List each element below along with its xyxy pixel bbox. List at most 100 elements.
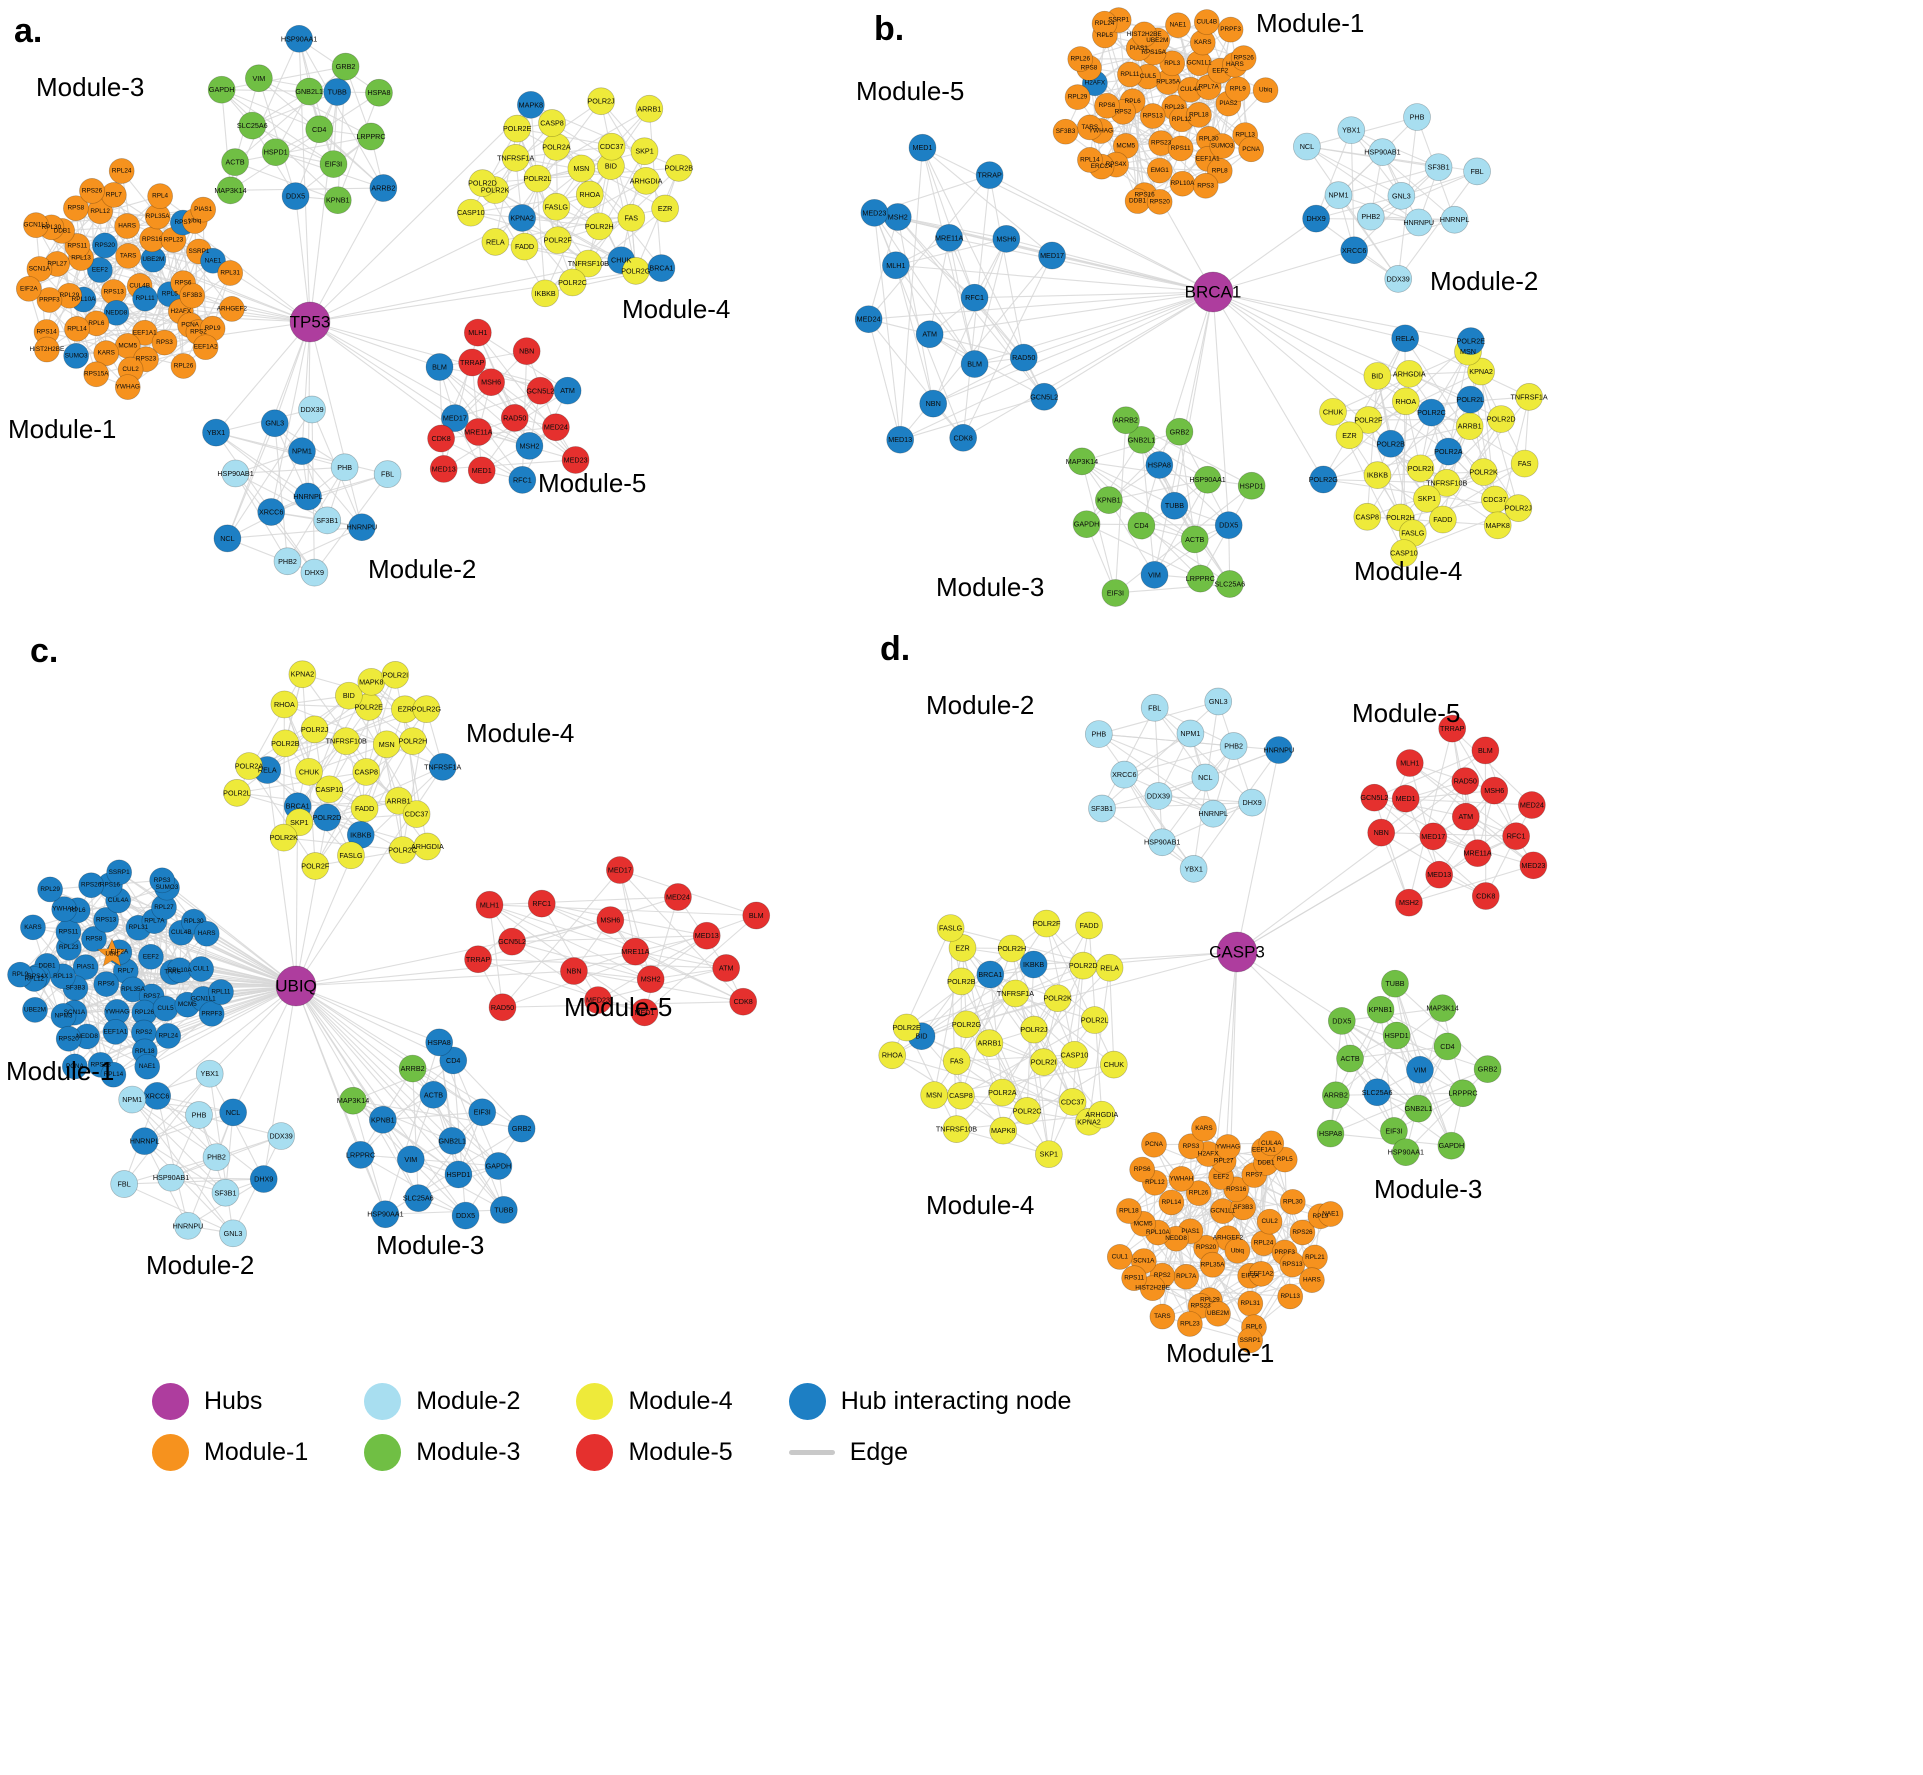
gene-node-BLM[interactable] — [425, 353, 454, 381]
gene-node-RPL10A[interactable] — [1169, 170, 1196, 197]
gene-node-KPNB1[interactable] — [323, 186, 352, 215]
gene-node-VIM[interactable] — [1140, 560, 1169, 589]
gene-node-RPS26[interactable] — [78, 872, 105, 899]
gene-node-DDX39[interactable] — [298, 395, 326, 424]
gene-node-PHB[interactable] — [1084, 720, 1113, 748]
gene-node-POLR2L[interactable] — [223, 779, 251, 807]
gene-node-RPL14[interactable] — [1158, 1189, 1185, 1216]
gene-node-CD4[interactable] — [1127, 511, 1156, 540]
gene-node-PHB2[interactable] — [273, 547, 302, 576]
gene-node-MED17[interactable] — [1038, 241, 1066, 270]
gene-node-NPM1[interactable] — [1176, 719, 1205, 748]
gene-node-RPS11[interactable] — [55, 919, 82, 945]
gene-node-MAPK8[interactable] — [989, 1116, 1018, 1145]
gene-node-XRCC6[interactable] — [1340, 236, 1369, 265]
gene-node-DDX5[interactable] — [1214, 511, 1243, 540]
gene-node-POLR2G[interactable] — [952, 1010, 981, 1039]
gene-node-TRRAP[interactable] — [464, 945, 492, 974]
gene-node-ARHGDIA[interactable] — [1087, 1100, 1116, 1129]
gene-node-RPL4[interactable] — [147, 183, 173, 209]
gene-node-DDX39[interactable] — [1384, 265, 1413, 293]
gene-node-LRPPRC[interactable] — [1449, 1079, 1477, 1108]
gene-node-ATM[interactable] — [1451, 802, 1480, 831]
gene-node-NEDD8[interactable] — [103, 299, 130, 326]
gene-node-NPM1[interactable] — [1324, 181, 1353, 210]
gene-node-HSP90AB1[interactable] — [221, 459, 250, 488]
hub-node-TP53[interactable] — [289, 301, 331, 343]
gene-node-TNFRSF10B[interactable] — [332, 727, 361, 756]
gene-node-RPS8[interactable] — [63, 195, 89, 222]
gene-node-POLR2A[interactable] — [988, 1078, 1017, 1107]
gene-node-RFC1[interactable] — [508, 466, 537, 494]
gene-node-ARHGDIA[interactable] — [1395, 359, 1424, 388]
gene-node-RPS11[interactable] — [1121, 1265, 1148, 1292]
gene-node-POLR2I[interactable] — [1029, 1048, 1058, 1076]
gene-node-UBE2M[interactable] — [1205, 1300, 1231, 1327]
gene-node-TUBB[interactable] — [1160, 491, 1189, 520]
gene-node-MAP3K14[interactable] — [339, 1086, 367, 1115]
gene-node-CASP10[interactable] — [315, 775, 344, 804]
gene-node-RPS26[interactable] — [79, 178, 105, 204]
gene-node-NAE1[interactable] — [200, 247, 226, 274]
gene-node-MSH6[interactable] — [477, 368, 505, 397]
gene-node-RPL18[interactable] — [1116, 1198, 1142, 1224]
gene-node-DHX9[interactable] — [300, 558, 329, 587]
gene-node-YBX1[interactable] — [1337, 116, 1366, 145]
gene-node-EIF3I[interactable] — [319, 150, 348, 178]
gene-node-RHOA[interactable] — [270, 690, 299, 719]
gene-node-RPS20[interactable] — [92, 232, 118, 259]
gene-node-SUMO3[interactable] — [63, 343, 90, 369]
gene-node-MED17[interactable] — [606, 856, 634, 884]
gene-node-POLR2E[interactable] — [1456, 327, 1485, 355]
gene-node-NBN[interactable] — [560, 957, 588, 985]
gene-node-ARRB1[interactable] — [1455, 412, 1484, 441]
gene-node-RPL23[interactable] — [1177, 1311, 1203, 1337]
gene-node-YBX1[interactable] — [202, 418, 230, 447]
gene-node-EIF3I[interactable] — [1101, 579, 1130, 607]
gene-node-RFC1[interactable] — [960, 283, 989, 312]
gene-node-RPS13[interactable] — [93, 907, 119, 933]
gene-node-POLR2B[interactable] — [1376, 429, 1405, 458]
gene-node-EZR[interactable] — [1335, 421, 1364, 450]
gene-node-FBL[interactable] — [373, 460, 402, 488]
gene-node-MAP3K14[interactable] — [1068, 447, 1096, 476]
gene-node-HNRNPU[interactable] — [1264, 736, 1293, 764]
gene-node-IKBKB[interactable] — [1363, 461, 1392, 489]
gene-node-CASP8[interactable] — [1353, 502, 1382, 531]
gene-node-BLM[interactable] — [960, 350, 989, 378]
gene-node-RPL18[interactable] — [1186, 102, 1212, 128]
gene-node-POLR2F[interactable] — [1032, 909, 1061, 938]
gene-node-FADD[interactable] — [510, 232, 539, 261]
gene-node-POLR2L[interactable] — [1456, 385, 1485, 414]
gene-node-POLR2E[interactable] — [503, 114, 532, 143]
gene-node-ACTB[interactable] — [1180, 525, 1209, 554]
gene-node-CHUK[interactable] — [1319, 397, 1347, 426]
gene-node-HSPD1[interactable] — [1237, 471, 1266, 500]
gene-node-NBN[interactable] — [919, 389, 948, 418]
gene-node-RPL24[interactable] — [1091, 10, 1118, 37]
gene-node-POLR2C[interactable] — [558, 268, 587, 297]
gene-node-PCNA[interactable] — [1238, 136, 1264, 163]
gene-node-NBN[interactable] — [512, 337, 541, 366]
gene-node-POLR2J[interactable] — [300, 715, 329, 744]
gene-node-MLH1[interactable] — [475, 890, 504, 919]
gene-node-TUBB[interactable] — [323, 78, 352, 106]
gene-node-HSP90AA1[interactable] — [371, 1200, 400, 1229]
gene-node-MLH1[interactable] — [1395, 749, 1424, 777]
gene-node-SF3B3[interactable] — [179, 282, 206, 309]
gene-node-FAS[interactable] — [1510, 449, 1539, 478]
gene-node-TRRAP[interactable] — [1438, 714, 1467, 743]
gene-node-MED13[interactable] — [1425, 860, 1454, 889]
gene-node-YWHAG[interactable] — [1215, 1134, 1241, 1160]
gene-node-RPS3[interactable] — [1192, 172, 1219, 199]
gene-node-RPL30[interactable] — [1279, 1189, 1306, 1215]
gene-node-HARS[interactable] — [114, 213, 140, 239]
gene-node-POLR2F[interactable] — [1354, 406, 1383, 434]
gene-node-POLR2H[interactable] — [997, 934, 1026, 963]
gene-node-POLR2H[interactable] — [585, 212, 614, 241]
gene-node-TUBB[interactable] — [489, 1196, 518, 1224]
gene-node-POLR2D[interactable] — [1069, 951, 1098, 980]
gene-node-EEF1A2[interactable] — [192, 334, 219, 361]
gene-node-MSN[interactable] — [920, 1081, 948, 1109]
gene-node-EZR[interactable] — [651, 194, 679, 223]
